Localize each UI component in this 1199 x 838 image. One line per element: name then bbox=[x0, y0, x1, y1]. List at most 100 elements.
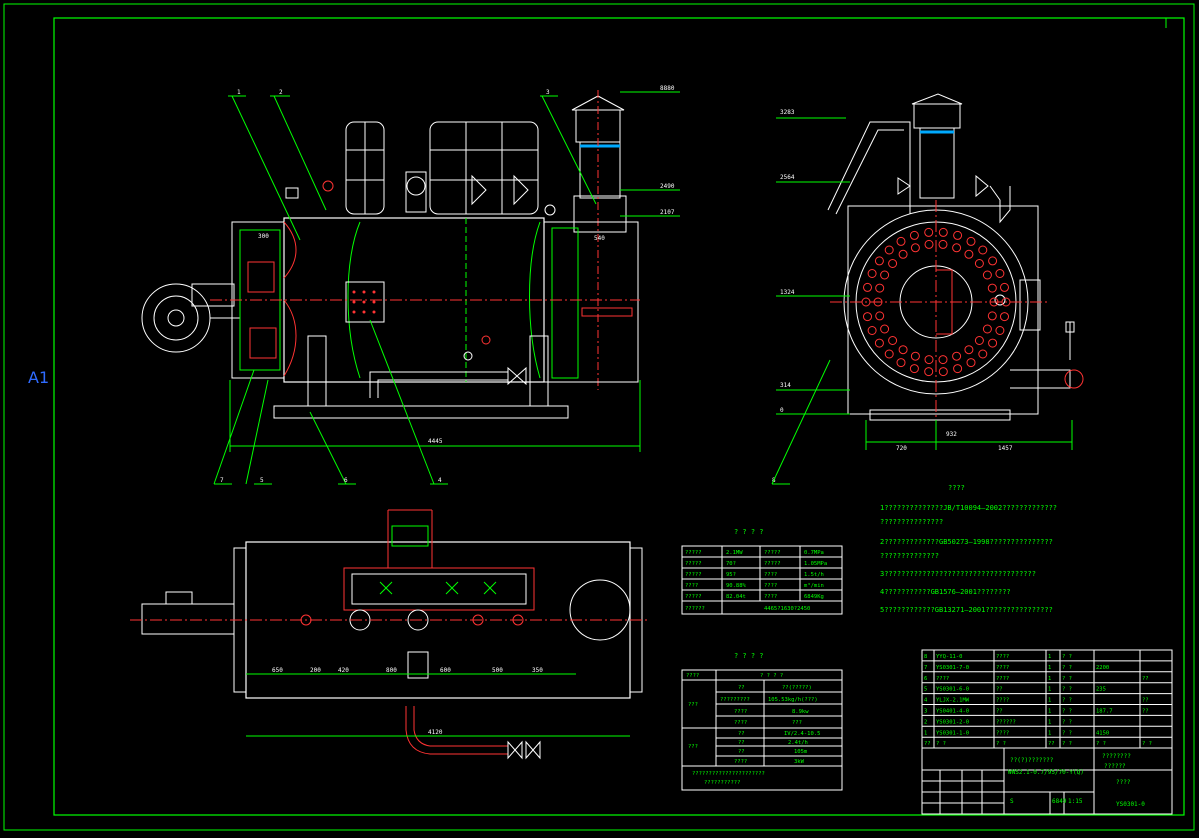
title-model: WNS2.1-0.7/95/70-Y(Q) bbox=[1008, 769, 1084, 776]
parts-list-cell: ?? bbox=[1142, 676, 1149, 682]
chimney bbox=[571, 90, 627, 390]
tube-hole bbox=[974, 259, 984, 268]
leader-7: 7 bbox=[220, 477, 224, 484]
burner-fan bbox=[141, 283, 240, 353]
parts-list-cell: ???? bbox=[996, 676, 1009, 682]
fuel-g0-r3-v: ??? bbox=[792, 720, 802, 726]
tube-hole bbox=[938, 227, 948, 237]
tube-hole bbox=[974, 336, 984, 345]
tube-hole bbox=[1000, 282, 1009, 292]
parts-list-header-cell: ? ? bbox=[1062, 741, 1072, 747]
parts-list-cell: YLJX-2.1MW bbox=[936, 698, 970, 704]
fuel-footnote-0: ?????????????????????? bbox=[692, 771, 765, 777]
tube-hole bbox=[880, 270, 890, 280]
tube-hole bbox=[966, 358, 976, 368]
parts-list-header-cell: ? ? bbox=[996, 741, 1006, 747]
control-panel bbox=[345, 281, 385, 323]
parts-list-cell: YYQ-11-0 bbox=[936, 654, 963, 660]
dim-720: 720 bbox=[896, 445, 907, 452]
param-r5-c1: 4465?1630?2450 bbox=[764, 606, 810, 612]
dim-front-540: 540 bbox=[594, 235, 605, 242]
tube-hole bbox=[867, 326, 877, 335]
title-stage: S bbox=[1010, 798, 1014, 805]
parts-list-header-cell: ?? bbox=[924, 741, 931, 747]
params-title: ? ? ? ? bbox=[734, 528, 764, 536]
param-r1-c3: 1.05MPa bbox=[804, 561, 827, 567]
parts-list-cell: 1 bbox=[924, 730, 927, 736]
title-drawing-name: ??(?)??????? bbox=[1010, 757, 1054, 764]
param-r1-c1: 70? bbox=[726, 561, 736, 567]
tube-hole bbox=[978, 245, 988, 255]
tube-hole bbox=[952, 351, 962, 361]
title-drawing-no: YS0301-0 bbox=[1116, 801, 1145, 808]
param-r4-c3: 6849Kg bbox=[804, 594, 824, 600]
parts-list-header-cell: ? ? bbox=[936, 741, 946, 747]
param-r3-c0: ???? bbox=[685, 583, 698, 589]
param-r2-c3: 1.5t/h bbox=[804, 572, 824, 578]
leader-3: 3 bbox=[546, 89, 550, 96]
top-railing bbox=[345, 121, 539, 215]
elev-2107: 2107 bbox=[660, 209, 675, 216]
parts-list-cell: ? ? bbox=[1062, 698, 1072, 704]
parts-list-cell: ?????? bbox=[996, 719, 1016, 725]
parameters-table: ? ? ? ? ????? 2.1MW ????? 0.7MPa ????? 7… bbox=[681, 528, 843, 615]
parts-list-cell: 1 bbox=[1048, 687, 1051, 693]
leader-1: 1 bbox=[237, 89, 241, 96]
tube-hole bbox=[863, 282, 872, 292]
param-r3-c3: m³/min bbox=[804, 582, 824, 589]
fuel-g1-r1-v: 2.4t/h bbox=[788, 740, 808, 746]
tube-hole bbox=[995, 326, 1005, 335]
tube-hole bbox=[909, 230, 919, 240]
parts-list-cell: ???? bbox=[996, 698, 1009, 704]
param-r2-c0: ????? bbox=[685, 572, 702, 578]
fuel-g0-r2-k: ???? bbox=[734, 709, 747, 715]
parts-list-cell: 1 bbox=[1048, 654, 1051, 660]
elev-314: 314 bbox=[780, 382, 791, 389]
tube-hole bbox=[910, 351, 920, 361]
tube-hole bbox=[987, 311, 997, 321]
outer-frame bbox=[3, 3, 1195, 831]
fuel-g0-r1-k: ????????? bbox=[720, 697, 750, 703]
tube-hole bbox=[924, 227, 934, 237]
tube-hole bbox=[1000, 312, 1009, 322]
fuel-g1-r2-k: ?? bbox=[738, 749, 745, 755]
parts-list-cell: 4 bbox=[924, 698, 928, 704]
parts-list-cell: ???? bbox=[936, 676, 949, 682]
tube-hole bbox=[896, 236, 906, 246]
parts-list-cell: YS0301-6-0 bbox=[936, 687, 969, 693]
parts-list-header-cell: ?? bbox=[1048, 741, 1055, 747]
tube-hole bbox=[964, 249, 974, 259]
tube-hole bbox=[898, 345, 908, 355]
dim-front-length: 4445 bbox=[428, 438, 443, 445]
tube-hole bbox=[924, 239, 934, 249]
tube-hole bbox=[884, 349, 894, 359]
param-r5-c0: ?????? bbox=[685, 606, 705, 612]
note-line-4: ?????????????? bbox=[880, 552, 939, 560]
tube-hole bbox=[938, 239, 948, 249]
leader-2: 2 bbox=[279, 89, 283, 96]
tube-hole bbox=[988, 256, 998, 266]
dim-800: 800 bbox=[386, 667, 397, 674]
fuel-group-0: ??? bbox=[688, 702, 698, 708]
parts-list-cell: ? ? bbox=[1062, 730, 1072, 736]
dim-350: 350 bbox=[532, 667, 543, 674]
param-r4-c1: 82.04t bbox=[726, 594, 746, 600]
parts-list-cell: 1 bbox=[1048, 730, 1051, 736]
dim-front-300: 300 bbox=[258, 233, 269, 240]
tube-hole bbox=[880, 324, 890, 334]
title-scale: 1:15 bbox=[1068, 798, 1083, 805]
param-r1-c0: ????? bbox=[685, 561, 702, 567]
tube-hole bbox=[966, 236, 976, 246]
tube-hole bbox=[953, 364, 963, 374]
tube-hole bbox=[896, 358, 906, 368]
fuel-g1-r0-v: IV/2.4-10.5 bbox=[784, 731, 820, 737]
parts-list-cell: 1 bbox=[1048, 676, 1051, 682]
parts-list-cell: 6 bbox=[924, 676, 927, 682]
tube-hole bbox=[995, 269, 1005, 278]
param-r0-c3: 0.7MPa bbox=[804, 550, 824, 556]
drawing-frame bbox=[53, 17, 1185, 816]
elev-8880: 8880 bbox=[660, 85, 675, 92]
parts-list-header-cell: ? ? bbox=[1096, 741, 1106, 747]
leader-5: 5 bbox=[260, 477, 264, 484]
tube-hole bbox=[884, 245, 894, 255]
